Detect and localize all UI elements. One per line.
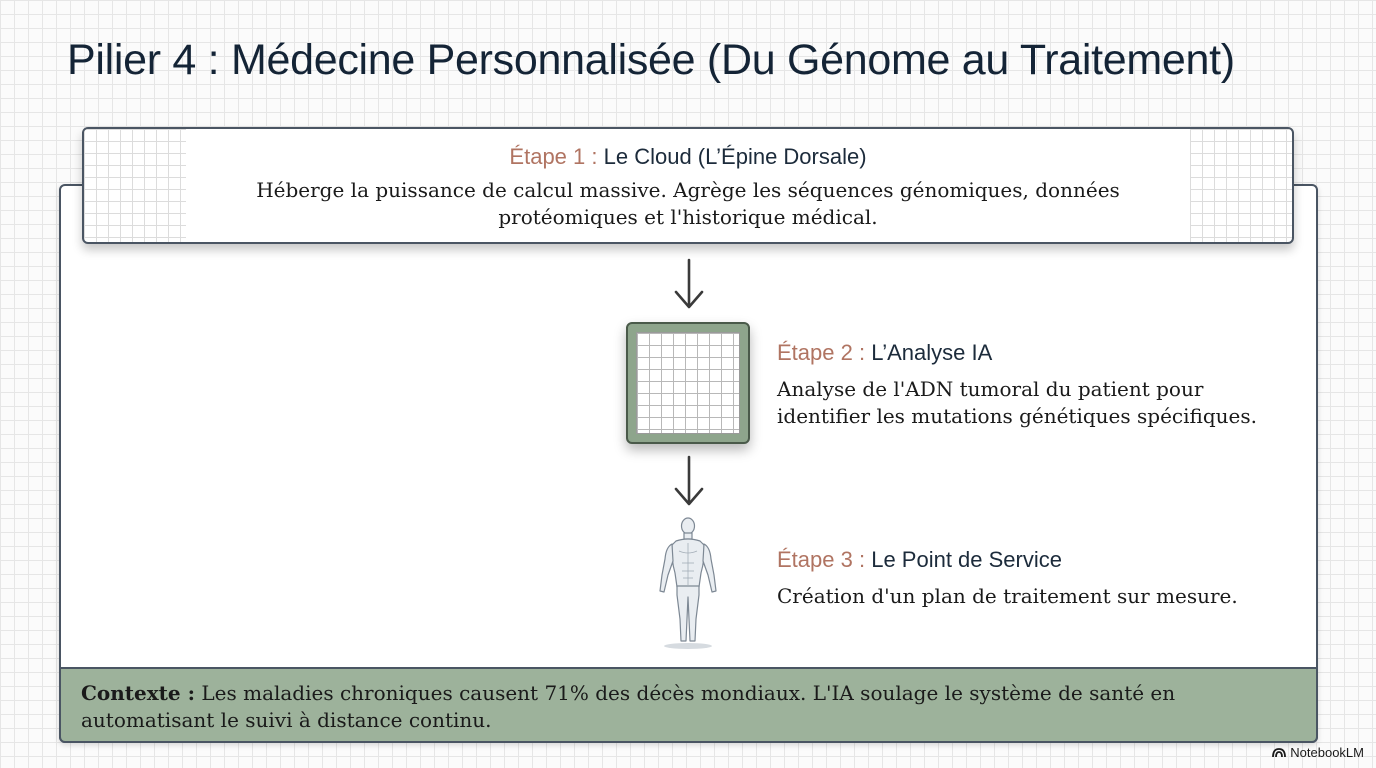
context-text-1: Les maladies chroniques causent 71% des … xyxy=(201,681,1176,705)
data-grid-icon xyxy=(626,322,750,444)
step-2-heading: Étape 2 : L’Analyse IA xyxy=(777,340,1257,366)
human-body-icon xyxy=(659,517,717,649)
step-3-description: Création d'un plan de traitement sur mes… xyxy=(777,583,1238,610)
step-1-label: Étape 1 : xyxy=(509,144,598,169)
notebooklm-logo-icon xyxy=(1272,748,1287,758)
step-1-description: Héberge la puissance de calcul massive. … xyxy=(224,177,1152,231)
step-2-label: Étape 2 : xyxy=(777,340,866,365)
step-2-desc-line-1: Analyse de l'ADN tumoral du patient pour xyxy=(777,377,1204,401)
cloud-card-grid-left xyxy=(84,129,186,242)
step-1-heading: Étape 1 : Le Cloud (L’Épine Dorsale) xyxy=(84,144,1292,170)
step-3-label: Étape 3 : xyxy=(777,547,866,572)
context-text-2: automatisant le suivi à distance continu… xyxy=(81,708,492,732)
step-1-name: Le Cloud (L’Épine Dorsale) xyxy=(603,144,867,169)
step-3-name: Le Point de Service xyxy=(871,547,1062,572)
context-label: Contexte : xyxy=(81,681,195,705)
step-2-name: L’Analyse IA xyxy=(871,340,993,365)
step-2-block: Étape 2 : L’Analyse IA Analyse de l'ADN … xyxy=(777,340,1257,430)
cloud-card-grid-right xyxy=(1190,129,1292,242)
page-title: Pilier 4 : Médecine Personnalisée (Du Gé… xyxy=(67,36,1235,84)
arrow-down-icon xyxy=(674,455,704,506)
step-3-desc-line-1: Création d'un plan de traitement sur mes… xyxy=(777,584,1238,608)
arrow-down-icon xyxy=(674,258,704,309)
brand-name: NotebookLM xyxy=(1290,745,1364,760)
context-bar: Contexte : Les maladies chroniques cause… xyxy=(59,667,1318,743)
step-1-desc-line-1: Héberge la puissance de calcul massive. … xyxy=(256,178,1120,202)
step-2-desc-line-2: identifier les mutations génétiques spéc… xyxy=(777,404,1257,428)
context-line-1: Contexte : Les maladies chroniques cause… xyxy=(81,680,1296,707)
brand-watermark: NotebookLM xyxy=(1272,745,1364,760)
step-1-desc-line-2: protéomiques et l'historique médical. xyxy=(498,205,878,229)
step-1-cloud-card: Étape 1 : Le Cloud (L’Épine Dorsale) Héb… xyxy=(82,127,1294,244)
step-3-heading: Étape 3 : Le Point de Service xyxy=(777,547,1238,573)
step-3-block: Étape 3 : Le Point de Service Création d… xyxy=(777,547,1238,610)
step-2-description: Analyse de l'ADN tumoral du patient pour… xyxy=(777,376,1257,430)
